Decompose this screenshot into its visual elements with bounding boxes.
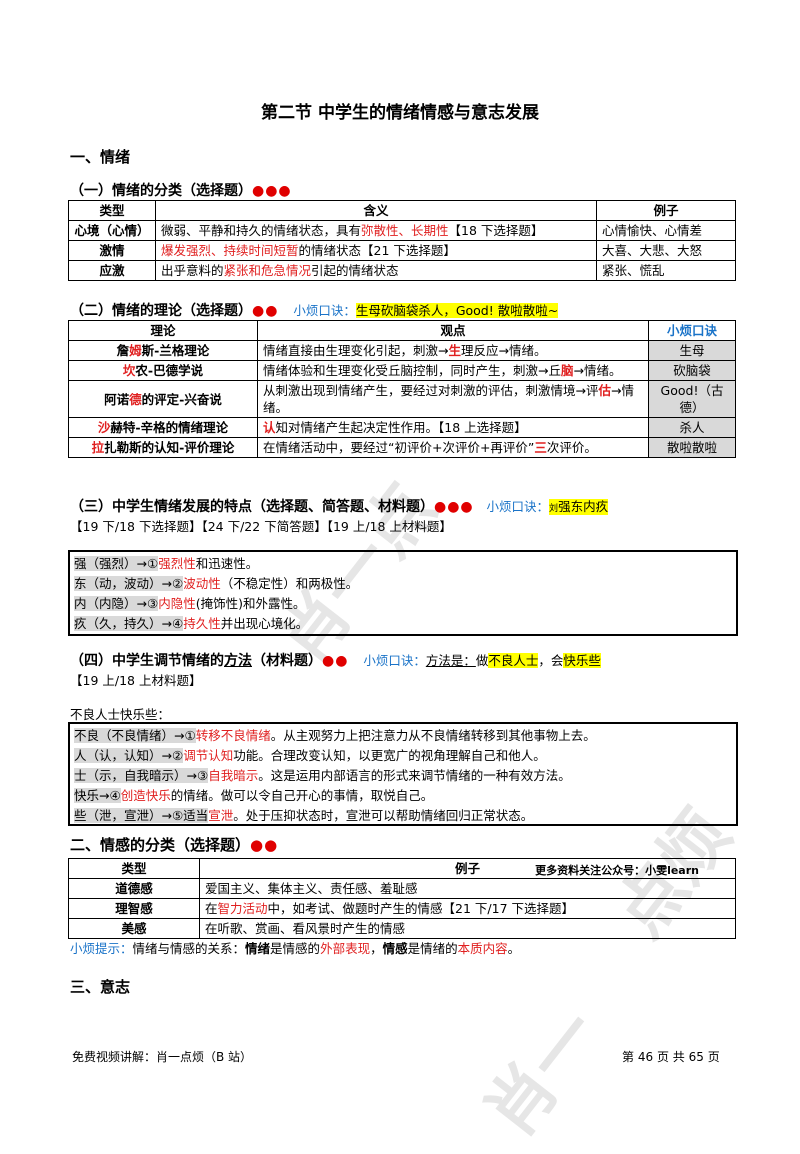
- cell-mnemonic: 生母: [648, 340, 736, 361]
- table-header: 类型: [68, 200, 156, 221]
- exam-reference: 【19 下/18 下选择题】【24 下/22 下简答题】【19 上/18 上材料…: [70, 519, 452, 534]
- table-header-row: 类型 例子更多资料关注公众号：小雯learn: [68, 858, 736, 879]
- tip-label: 小烦口诀：: [363, 653, 426, 668]
- cell-view: 情绪体验和生理变化受丘脑控制，同时产生，刺激→丘脑→情绪。: [257, 360, 649, 381]
- characteristics-box: 强（强烈）→①强烈性和迅速性。 东（动，波动）→②波动性（不稳定性）和两极性。 …: [68, 550, 738, 636]
- table-header-row: 理论 观点 小烦口诀: [68, 320, 736, 341]
- importance-dots: ●●●: [252, 183, 292, 199]
- cell-theory: 沙赫特-辛格的情绪理论: [68, 417, 258, 438]
- section-heading-emotion: 一、情绪: [70, 148, 131, 166]
- table-row: 道德感 爱国主义、集体主义、责任感、羞耻感: [68, 878, 736, 899]
- table-header: 例子更多资料关注公众号：小雯learn: [199, 858, 736, 879]
- cell-mnemonic: 杀人: [648, 417, 736, 438]
- mnemonic: 生母砍脑袋杀人，Good! 散啦散啦~: [355, 303, 559, 318]
- relation-tip: 小烦提示：情绪与情感的关系：情绪是情感的外部表现，情感是情绪的本质内容。: [70, 941, 521, 956]
- subsection-heading-classification: （一）情绪的分类（选择题）●●●: [70, 183, 292, 199]
- table-header: 小烦口诀: [648, 320, 736, 341]
- cell-type: 美感: [68, 918, 200, 939]
- cell-example: 紧张、慌乱: [596, 260, 736, 281]
- emotion-theory-table: 理论 观点 小烦口诀 詹姆斯-兰格理论 情绪直接由生理变化引起，刺激→生理反应→…: [68, 320, 736, 458]
- cell-example: 在智力活动中，如考试、做题时产生的情感【21 下/17 下选择题】: [199, 898, 736, 919]
- section-heading-will: 三、意志: [70, 978, 131, 996]
- table-row: 詹姆斯-兰格理论 情绪直接由生理变化引起，刺激→生理反应→情绪。 生母: [68, 340, 736, 361]
- mnemonic: 刘强东内疚: [549, 499, 609, 515]
- cell-meaning: 爆发强烈、持续时间短暂的情绪状态【21 下选择题】: [155, 240, 597, 261]
- cell-type: 激情: [68, 240, 156, 261]
- cell-theory: 拉扎勒斯的认知-评价理论: [68, 437, 258, 458]
- table-header: 含义: [155, 200, 597, 221]
- list-item: 疚（久，持久）→④持久性并出现心境化。: [74, 616, 309, 631]
- cell-example: 心情愉快、心情差: [596, 220, 736, 241]
- list-item: 不良（不良情绪）→①转移不良情绪。从主观努力上把注意力从不良情绪转移到其他事物上…: [74, 728, 596, 743]
- subsection-heading-regulation: （四）中学生调节情绪的方法（材料题）●● 小烦口诀：方法是：做不良人士，会快乐些: [70, 653, 601, 669]
- cell-type: 道德感: [68, 878, 200, 899]
- subsection-heading-characteristics: （三）中学生情绪发展的特点（选择题、简答题、材料题）●●● 小烦口诀：刘强东内疚: [70, 499, 609, 515]
- footer-video-link[interactable]: 免费视频讲解：肖一点烦（B 站）: [72, 1050, 253, 1064]
- tip-label: 小烦口诀：: [293, 303, 356, 318]
- table-header: 观点: [257, 320, 649, 341]
- box-intro: 不良人士快乐些：: [70, 707, 171, 722]
- mnemonic: 方法是：做不良人士，会快乐些: [425, 653, 601, 668]
- cell-example: 爱国主义、集体主义、责任感、羞耻感: [199, 878, 736, 899]
- cell-mnemonic: 砍脑袋: [648, 360, 736, 381]
- table-row: 心境（心情） 微弱、平静和持久的情绪状态，具有弥散性、长期性【18 下选择题】 …: [68, 220, 736, 241]
- importance-dots: ●●: [252, 303, 279, 319]
- table-row: 应激 出乎意料的紧张和危急情况引起的情绪状态 紧张、慌乱: [68, 260, 736, 281]
- promo-text: 更多资料关注公众号：小雯learn: [535, 864, 699, 877]
- cell-theory: 阿诺德的评定-兴奋说: [68, 380, 258, 418]
- cell-meaning: 微弱、平静和持久的情绪状态，具有弥散性、长期性【18 下选择题】: [155, 220, 597, 241]
- table-header: 例子: [596, 200, 736, 221]
- subsection-heading-theories: （二）情绪的理论（选择题）●● 小烦口诀：生母砍脑袋杀人，Good! 散啦散啦~: [70, 303, 559, 319]
- cell-theory: 詹姆斯-兰格理论: [68, 340, 258, 361]
- feeling-classification-table: 类型 例子更多资料关注公众号：小雯learn 道德感 爱国主义、集体主义、责任感…: [68, 858, 736, 939]
- tip-label: 小烦口诀：: [486, 499, 550, 514]
- section-heading-feelings: 二、情感的分类（选择题）●●: [70, 836, 279, 854]
- list-item: 些（泄，宣泄）→⑤适当宣泄。处于压抑状态时，宣泄可以帮助情绪回归正常状态。: [74, 808, 534, 823]
- list-item: 内（内隐）→③内隐性(掩饰性)和外露性。: [74, 596, 306, 611]
- list-item: 强（强烈）→①强烈性和迅速性。: [74, 556, 259, 571]
- table-row: 坎农-巴德学说 情绪体验和生理变化受丘脑控制，同时产生，刺激→丘脑→情绪。 砍脑…: [68, 360, 736, 381]
- exam-reference: 【19 上/18 上材料题】: [70, 673, 202, 688]
- emotion-classification-table: 类型 含义 例子 心境（心情） 微弱、平静和持久的情绪状态，具有弥散性、长期性【…: [68, 200, 736, 281]
- watermark: 肖一: [470, 995, 617, 1152]
- cell-example: 在听歌、赏画、看风景时产生的情感: [199, 918, 736, 939]
- importance-dots: ●●●: [434, 499, 474, 515]
- page-title: 第二节 中学生的情绪情感与意志发展: [261, 103, 539, 123]
- list-item: 东（动，波动）→②波动性（不稳定性）和两极性。: [74, 576, 359, 591]
- table-row: 拉扎勒斯的认知-评价理论 在情绪活动中，要经过“初评价+次评价+再评价”三次评价…: [68, 437, 736, 458]
- importance-dots: ●●: [322, 653, 349, 669]
- importance-dots: ●●: [250, 836, 279, 854]
- regulation-box: 不良（不良情绪）→①转移不良情绪。从主观努力上把注意力从不良情绪转移到其他事物上…: [68, 722, 738, 826]
- cell-view: 从刺激出现到情绪产生，要经过对刺激的评估，刺激情境→评估→情绪。: [257, 380, 649, 418]
- table-header-row: 类型 含义 例子: [68, 200, 736, 221]
- cell-theory: 坎农-巴德学说: [68, 360, 258, 381]
- list-item: 士（示，自我暗示）→③自我暗示。这是运用内部语言的形式来调节情绪的一种有效方法。: [74, 768, 571, 783]
- list-item: 快乐→④创造快乐的情绪。做可以令自己开心的事情，取悦自己。: [74, 788, 434, 803]
- cell-type: 心境（心情）: [68, 220, 156, 241]
- table-header: 理论: [68, 320, 258, 341]
- cell-mnemonic: 散啦散啦: [648, 437, 736, 458]
- cell-view: 情绪直接由生理变化引起，刺激→生理反应→情绪。: [257, 340, 649, 361]
- table-row: 美感 在听歌、赏画、看风景时产生的情感: [68, 918, 736, 939]
- table-row: 沙赫特-辛格的情绪理论 认知对情绪产生起决定性作用。【18 上选择题】 杀人: [68, 417, 736, 438]
- cell-mnemonic: Good!（古德）: [648, 380, 736, 418]
- table-row: 激情 爆发强烈、持续时间短暂的情绪状态【21 下选择题】 大喜、大悲、大怒: [68, 240, 736, 261]
- cell-example: 大喜、大悲、大怒: [596, 240, 736, 261]
- cell-type: 理智感: [68, 898, 200, 919]
- cell-type: 应激: [68, 260, 156, 281]
- cell-view: 在情绪活动中，要经过“初评价+次评价+再评价”三次评价。: [257, 437, 649, 458]
- page-number: 第 46 页 共 65 页: [622, 1050, 720, 1064]
- table-row: 阿诺德的评定-兴奋说 从刺激出现到情绪产生，要经过对刺激的评估，刺激情境→评估→…: [68, 380, 736, 418]
- table-row: 理智感 在智力活动中，如考试、做题时产生的情感【21 下/17 下选择题】: [68, 898, 736, 919]
- table-header: 类型: [68, 858, 200, 879]
- cell-view: 认知对情绪产生起决定性作用。【18 上选择题】: [257, 417, 649, 438]
- cell-meaning: 出乎意料的紧张和危急情况引起的情绪状态: [155, 260, 597, 281]
- list-item: 人（认，认知）→②调节认知功能。合理改变认知，以更宽广的视角理解自己和他人。: [74, 748, 546, 763]
